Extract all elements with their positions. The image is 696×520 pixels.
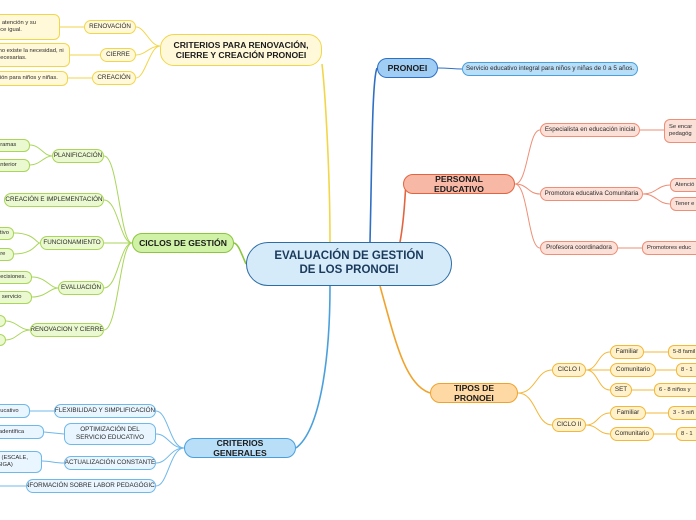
ciclo-1-set[interactable]: SET — [610, 383, 632, 397]
creacion-implementacion-node[interactable]: CREACIÓN E IMPLEMENTACIÓN — [4, 193, 104, 207]
evaluacion-detail-2[interactable]: n servicio — [0, 291, 32, 304]
promotora-detail-2[interactable]: Tener e — [670, 197, 696, 211]
criterios-generales-topic[interactable]: CRITERIOS GENERALES — [184, 438, 296, 458]
ciclo-1-comunitario-value[interactable]: 8 - 1 — [676, 363, 696, 377]
renovacion-cierre-node[interactable]: RENOVACION Y CIERRE — [30, 323, 104, 337]
actualizacion-detail[interactable]: s (ESCALE, SIGA) — [0, 451, 42, 473]
renovacion-node[interactable]: RENOVACIÓN — [84, 20, 136, 34]
promotora-node[interactable]: Promotora educativa Comunitaria — [540, 187, 643, 201]
flexibilidad-detail[interactable]: ducativo — [0, 404, 30, 418]
profesora-node[interactable]: Profesora coordinadora — [540, 241, 618, 255]
evaluacion-node[interactable]: EVALUACIÓN — [58, 281, 104, 295]
informacion-labor-node[interactable]: INFORMACIÓN SOBRE LABOR PEDAGÓGICA — [26, 479, 156, 493]
ciclo-1-familiar-value[interactable]: 5-8 famil — [668, 345, 696, 359]
planificacion-node[interactable]: PLANIFICACIÓN — [52, 149, 104, 163]
especialista-node[interactable]: Especialista en educación inicial — [540, 123, 640, 137]
cierre-node[interactable]: CIERRE — [100, 48, 136, 62]
ciclo-2-familiar-value[interactable]: 3 - 5 niñ — [668, 406, 696, 420]
creacion-node[interactable]: CREACIÓN — [92, 71, 136, 85]
evaluacion-detail-1[interactable]: decisiones. — [0, 271, 32, 284]
optimizacion-node[interactable]: OPTIMIZACIÓN DEL SERVICIO EDUCATIVO — [64, 423, 156, 445]
ciclo-2-node[interactable]: CICLO II — [552, 418, 586, 432]
tipos-pronoei-topic[interactable]: TIPOS DE PRONOEI — [430, 383, 518, 403]
planificacion-detail-2[interactable]: anterior — [0, 159, 30, 172]
ciclo-1-set-value[interactable]: 6 - 8 niños y — [654, 383, 696, 397]
pronoei-detail[interactable]: Servicio educativo integral para niños y… — [462, 62, 638, 76]
ciclo-1-node[interactable]: CICLO I — [552, 363, 586, 377]
renovacion-detail[interactable]: e atención y su ece igual. — [0, 14, 60, 40]
funcionamiento-detail-1[interactable]: ctivo — [0, 227, 14, 240]
personal-educativo-topic[interactable]: PERSONAL EDUCATIVO — [403, 174, 515, 194]
cierre-detail[interactable]: mo existe la necesidad, ni necesarias. — [0, 43, 70, 67]
ciclos-gestion-topic[interactable]: CICLOS DE GESTIÓN — [132, 233, 234, 253]
ciclo-2-familiar[interactable]: Familiar — [610, 406, 646, 420]
criterios-renovacion-topic[interactable]: CRITERIOS PARA RENOVACIÓN, CIERRE Y CREA… — [160, 34, 322, 66]
flexibilidad-node[interactable]: FLEXIBILIDAD Y SIMPLIFICACIÓN — [54, 404, 156, 418]
especialista-detail[interactable]: Se encar pedagóg — [664, 119, 696, 143]
ciclo-1-comunitario[interactable]: Comunitario — [610, 363, 656, 377]
ciclo-1-familiar[interactable]: Familiar — [610, 345, 644, 359]
pronoei-topic[interactable]: PRONOEI — [377, 58, 438, 78]
funcionamiento-detail-2[interactable]: bre — [0, 248, 14, 261]
profesora-detail[interactable]: Promotores educ — [642, 241, 696, 255]
actualizacion-node[interactable]: ACTUALIZACIÓN CONSTANTE — [64, 456, 156, 470]
promotora-detail-1[interactable]: Atenció — [670, 178, 696, 192]
ciclo-2-comunitario[interactable]: Comunitario — [610, 427, 654, 441]
creacion-detail[interactable]: ción para niños y niñas. — [0, 71, 68, 86]
ciclo-2-comunitario-value[interactable]: 8 - 1 — [676, 427, 696, 441]
central-topic[interactable]: EVALUACIÓN DE GESTIÓN DE LOS PRONOEI — [246, 242, 452, 286]
funcionamiento-node[interactable]: FUNCIONAMIENTO — [40, 236, 104, 250]
planificacion-detail-1[interactable]: gramas — [0, 139, 30, 152]
optimizacion-detail[interactable]: radentífica — [0, 425, 44, 439]
